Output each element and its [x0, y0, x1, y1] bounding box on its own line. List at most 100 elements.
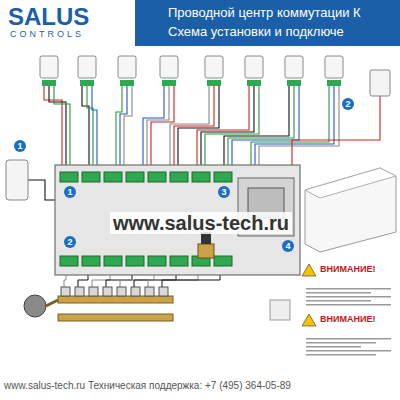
thermostat-terminal: [287, 80, 301, 86]
room-thermostat: [325, 56, 343, 78]
note-line: [306, 338, 391, 340]
valve: [198, 244, 214, 258]
watermark: www.salus-tech.ru: [110, 212, 292, 234]
room-thermostat: [118, 56, 136, 78]
actuator: [117, 287, 126, 296]
thermostat-terminal: [42, 80, 56, 86]
terminal-block: [60, 172, 78, 182]
wire: [82, 86, 89, 176]
right-thermostat: [370, 70, 390, 96]
terminal-block: [126, 256, 144, 266]
warning-icon: [302, 314, 316, 326]
wire: [232, 86, 299, 176]
callout-number: 1: [64, 186, 76, 198]
manifold-return: [58, 314, 173, 321]
thermostat-terminal: [120, 80, 134, 86]
manifold-supply: [58, 296, 173, 303]
note-line: [306, 300, 371, 302]
wire: [178, 86, 219, 176]
actuator: [103, 287, 112, 296]
title: Проводной центр коммутации К: [168, 6, 361, 20]
wire: [174, 86, 214, 176]
terminal-block: [214, 256, 232, 266]
actuator: [75, 287, 84, 296]
wiring-center-board: [55, 165, 300, 275]
terminal-block: [104, 256, 122, 266]
thermostat-terminal: [327, 80, 341, 86]
actuator: [159, 287, 168, 296]
left-thermostat: [6, 160, 28, 200]
wire: [251, 86, 329, 176]
footer: www.salus-tech.ru Техническая поддержка:…: [4, 380, 291, 391]
subtitle: Схема установки и подключе: [168, 25, 344, 39]
terminal-block: [82, 172, 100, 182]
note-line: [306, 292, 371, 294]
callout-number: 2: [64, 236, 76, 248]
room-thermostat: [285, 56, 303, 78]
terminal-block: [148, 172, 166, 182]
terminal-block: [192, 172, 210, 182]
controller-top: [305, 168, 396, 198]
actuator: [61, 287, 70, 296]
note-line: [306, 288, 391, 290]
title-band: [135, 0, 400, 46]
wire: [54, 86, 70, 176]
actuator: [131, 287, 140, 296]
actuators: [61, 287, 168, 296]
wire: [116, 86, 122, 176]
room-thermostat: [78, 56, 96, 78]
sensor: [270, 300, 290, 320]
thermostat-terminal: [80, 80, 94, 86]
terminal-block: [170, 172, 188, 182]
wire: [147, 86, 169, 176]
thermostat-terminal: [247, 80, 261, 86]
actuator: [89, 287, 98, 296]
warning-note: ВНИМАНИЕ!: [318, 313, 377, 325]
note-line: [306, 354, 376, 356]
callout-number: 3: [218, 186, 230, 198]
actuator: [145, 287, 154, 296]
pump: [24, 295, 46, 317]
terminal-block: [126, 172, 144, 182]
note-line: [306, 346, 361, 348]
wire: [228, 86, 294, 176]
thermostats: [40, 56, 343, 86]
warning-heading: ВНИМАНИЕ!: [320, 264, 375, 274]
wire: [143, 86, 164, 176]
room-thermostat: [40, 56, 58, 78]
terminal-block: [214, 172, 232, 182]
wire: [224, 86, 289, 176]
callout-number: 1: [14, 140, 26, 152]
wire: [124, 86, 132, 176]
pump-pipe: [46, 300, 58, 306]
callout-number: 2: [342, 98, 354, 110]
logo-subtext: CONTROLS: [10, 30, 84, 40]
thermostat-terminal: [162, 80, 176, 86]
terminal-block: [170, 256, 188, 266]
logo-text: SALUS: [8, 4, 89, 30]
controller-housing: [305, 168, 396, 252]
wire: [92, 86, 97, 176]
wire: [255, 86, 334, 176]
wire: [49, 86, 66, 176]
callout-number: 4: [282, 240, 294, 252]
note-line: [306, 342, 376, 344]
terminal-block: [104, 172, 122, 182]
wire: [292, 96, 380, 176]
warning-icon: [302, 264, 316, 276]
terminal-block: [148, 256, 166, 266]
room-thermostat: [205, 56, 223, 78]
wire: [259, 86, 339, 176]
note-line: [306, 304, 391, 306]
terminal-block: [82, 256, 100, 266]
room-thermostat: [245, 56, 263, 78]
room-thermostat: [160, 56, 178, 78]
wire: [44, 86, 62, 176]
warning-heading: ВНИМАНИЕ!: [320, 314, 375, 324]
note-line: [306, 296, 391, 298]
wire: [170, 86, 209, 176]
terminal-block: [60, 256, 78, 266]
thermostat-terminal: [207, 80, 221, 86]
